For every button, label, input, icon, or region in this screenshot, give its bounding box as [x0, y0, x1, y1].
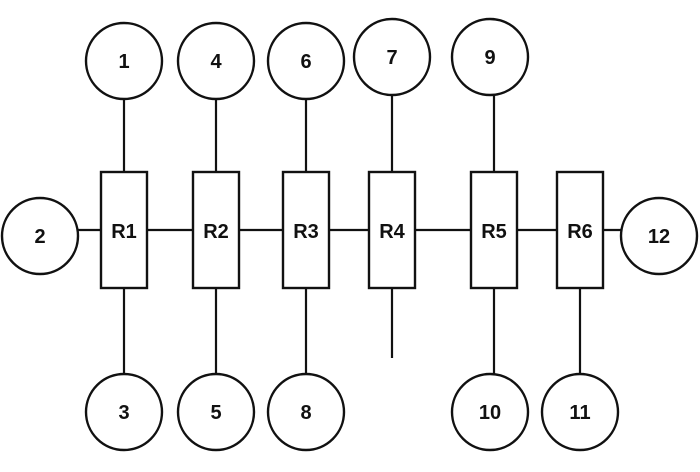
router-label: R6 — [567, 221, 593, 243]
host-node-h12: 12 — [619, 196, 699, 276]
router-r4: R4 — [367, 170, 417, 290]
host-label: 4 — [210, 51, 222, 73]
host-node-h2: 2 — [0, 196, 80, 276]
router-label: R1 — [111, 221, 137, 243]
router-label: R2 — [203, 221, 229, 243]
router-box — [367, 170, 417, 290]
host-circle — [84, 372, 164, 452]
host-circle — [266, 372, 346, 452]
router-box — [469, 170, 519, 290]
router-box — [99, 170, 149, 290]
router-r1: R1 — [99, 170, 149, 290]
router-r6: R6 — [555, 170, 605, 290]
router-label: R3 — [293, 221, 319, 243]
host-label: 1 — [118, 51, 129, 73]
host-label: 12 — [648, 226, 670, 248]
host-circle — [0, 196, 80, 276]
host-circle — [352, 17, 432, 97]
router-box — [191, 170, 241, 290]
router-label: R4 — [379, 221, 405, 243]
router-box — [555, 170, 605, 290]
host-label: 11 — [569, 402, 590, 424]
host-node-h3: 3 — [84, 372, 164, 452]
links-layer — [78, 95, 621, 374]
host-node-h6: 6 — [266, 21, 346, 101]
host-circle — [176, 21, 256, 101]
host-node-h11: 11 — [540, 372, 620, 452]
host-circle — [540, 372, 620, 452]
router-box — [281, 170, 331, 290]
host-node-h5: 5 — [176, 372, 256, 452]
host-circle — [84, 21, 164, 101]
host-circle — [619, 196, 699, 276]
host-node-h8: 8 — [266, 372, 346, 452]
router-label: R5 — [481, 221, 507, 243]
host-label: 7 — [386, 47, 397, 69]
host-node-h9: 9 — [450, 17, 530, 97]
host-node-h1: 1 — [84, 21, 164, 101]
host-node-h10: 10 — [450, 372, 530, 452]
host-node-h4: 4 — [176, 21, 256, 101]
router-r2: R2 — [191, 170, 241, 290]
host-circle — [176, 372, 256, 452]
host-label: 2 — [34, 226, 45, 248]
host-node-h7: 7 — [352, 17, 432, 97]
host-circle — [450, 17, 530, 97]
host-label: 8 — [300, 402, 311, 424]
host-label: 5 — [210, 402, 221, 424]
router-r3: R3 — [281, 170, 331, 290]
host-circle — [450, 372, 530, 452]
host-label: 6 — [300, 51, 311, 73]
host-circle — [266, 21, 346, 101]
host-label: 9 — [484, 47, 495, 69]
host-label: 10 — [479, 402, 501, 424]
host-label: 3 — [118, 402, 129, 424]
router-r5: R5 — [469, 170, 519, 290]
